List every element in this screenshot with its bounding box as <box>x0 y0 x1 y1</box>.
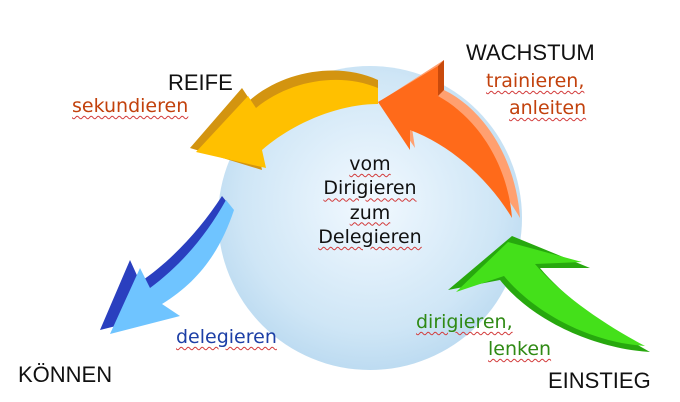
verb-anleiten: anleiten <box>509 97 587 119</box>
arrow-koennen <box>100 196 234 334</box>
stage-title-koennen: KÖNNEN <box>18 362 113 387</box>
center-line-3: zum <box>349 201 391 224</box>
center-line-2: Dirigieren <box>323 177 417 200</box>
stage-title-reife: REIFE <box>168 70 233 95</box>
center-line-4: Delegieren <box>318 225 422 248</box>
center-caption: vom Dirigieren zum Delegieren <box>270 152 470 249</box>
verb-lenken: lenken <box>488 338 552 360</box>
verb-delegieren: delegieren <box>176 326 277 348</box>
arrow-einstieg <box>448 236 650 352</box>
verb-dirigieren: dirigieren, <box>416 311 513 333</box>
stage-title-wachstum: WACHSTUM <box>466 40 595 65</box>
stage-title-einstieg: EINSTIEG <box>548 368 651 393</box>
arrow-reife <box>190 70 378 170</box>
verb-sekundieren: sekundieren <box>72 95 189 117</box>
verb-trainieren: trainieren, <box>486 70 585 92</box>
arrow-wachstum <box>378 60 520 218</box>
center-line-1: vom <box>349 153 391 175</box>
